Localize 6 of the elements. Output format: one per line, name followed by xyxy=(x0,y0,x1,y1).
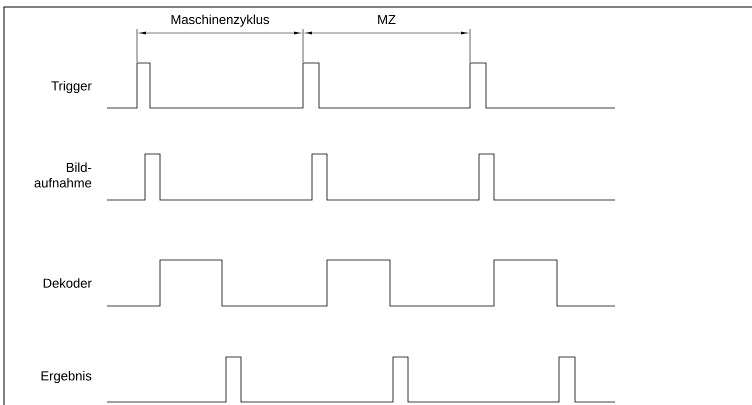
signal-label: Bild- aufnahme xyxy=(34,162,92,188)
signal-label: Trigger xyxy=(51,80,92,94)
signal-label: Ergebnis xyxy=(42,370,92,384)
dimension-label: MZ xyxy=(378,15,396,24)
signal-label: Dekoder xyxy=(44,278,92,288)
dimension-label: Maschinenzyklus xyxy=(172,14,270,27)
